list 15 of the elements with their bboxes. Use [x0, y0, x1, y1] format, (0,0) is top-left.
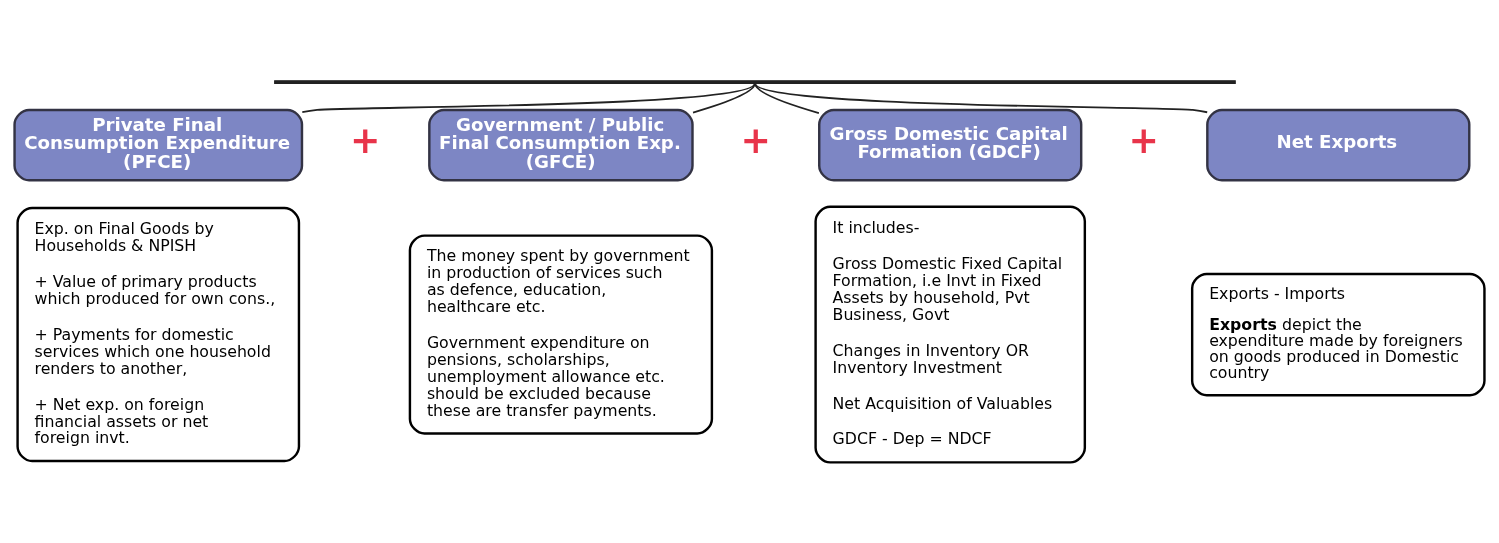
label: +: [740, 119, 771, 163]
node-bar: [274, 80, 1236, 84]
node-box: Exports - Imports Exports depict the expenditure made by foreigners on goods produced in Domestic country: [1190, 272, 1486, 397]
node-box: It includes- Gross Domestic Fixed Capital Formation, i.e Invt in Fixed Assets by household, Pvt Business, Govt Changes in Inventory OR Inventory Investment Net Acquisition of Valuables GDCF - Dep = NDCF: [814, 205, 1087, 464]
node-box: The money spent by government in production of services such as defence, education, healthcare etc. Government expenditure on pensions, scholarships, unemployment allowance etc. should be excluded because these are transfer payments.: [408, 234, 714, 435]
node-box: Government / Public Final Consumption Exp. (GFCE): [428, 108, 694, 182]
label: +: [349, 119, 381, 163]
node-box: Exp. on Final Goods by Households & NPISH + Value of primary products which produced for own cons., + Payments for domestic services which one household renders to another, + Net exp. on foreign financial assets or net foreign invt.: [16, 206, 301, 463]
node-box: Gross Domestic Capital Formation (GDCF): [818, 108, 1083, 182]
connector: [692, 82, 756, 114]
node-box: Net Exports: [1206, 108, 1471, 182]
connector: [301, 82, 756, 114]
connector: [754, 82, 1209, 114]
node-box: Private Final Consumption Expenditure (PFCE): [13, 108, 304, 182]
label: +: [1128, 119, 1159, 163]
